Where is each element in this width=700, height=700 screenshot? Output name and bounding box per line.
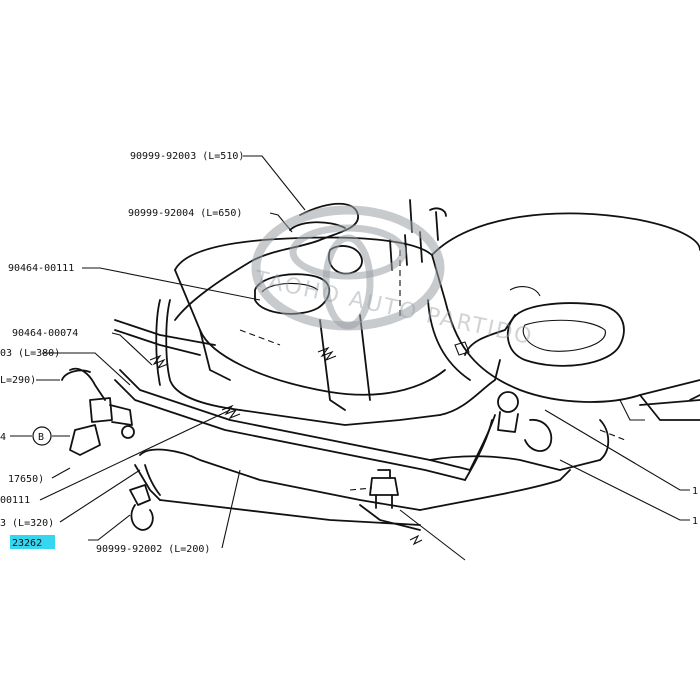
- label-hose-320: 3 (L=320): [0, 518, 54, 529]
- label-clip-00111-bottom: 00111: [0, 495, 30, 506]
- label-right-1b: 1: [692, 516, 698, 527]
- clip-springs: [149, 286, 541, 546]
- label-hose-290: L=290): [0, 375, 36, 386]
- leader-lines: [10, 155, 690, 561]
- watermark-logo: TAOHO AUTO PARTIDO: [251, 205, 536, 351]
- label-clip-00111-top: 90464-00111: [8, 263, 74, 274]
- part-labels: 90999-92003 (L=510) 90999-92004 (L=650) …: [0, 151, 698, 555]
- label-right-1a: 1: [692, 486, 698, 497]
- callout-b-circle: [32, 426, 52, 446]
- vacuum-switch-bottom-left: [129, 484, 154, 531]
- highlight-23262: [10, 535, 55, 549]
- label-connector-4: 4: [0, 432, 6, 443]
- air-cleaner-housing: [427, 212, 700, 461]
- label-hose-510: 90999-92003 (L=510): [130, 151, 244, 162]
- label-clip-00074: 90464-00074: [12, 328, 78, 339]
- hose-lines: [61, 202, 700, 531]
- label-hose-380: 03 (L=380): [0, 348, 60, 359]
- svg-text:TAOHO AUTO PARTIDO: TAOHO AUTO PARTIDO: [251, 267, 535, 351]
- vsv-valve-left: [69, 397, 135, 456]
- vacuum-valve-right: [497, 391, 553, 452]
- label-hose-200: 90999-92002 (L=200): [96, 544, 210, 555]
- label-callout-b: B: [38, 432, 44, 443]
- label-part-17650: 17650): [8, 474, 44, 485]
- label-part-23262: 23262: [12, 538, 42, 549]
- label-hose-650: 90999-92004 (L=650): [128, 208, 242, 219]
- sensor-center: [369, 469, 399, 509]
